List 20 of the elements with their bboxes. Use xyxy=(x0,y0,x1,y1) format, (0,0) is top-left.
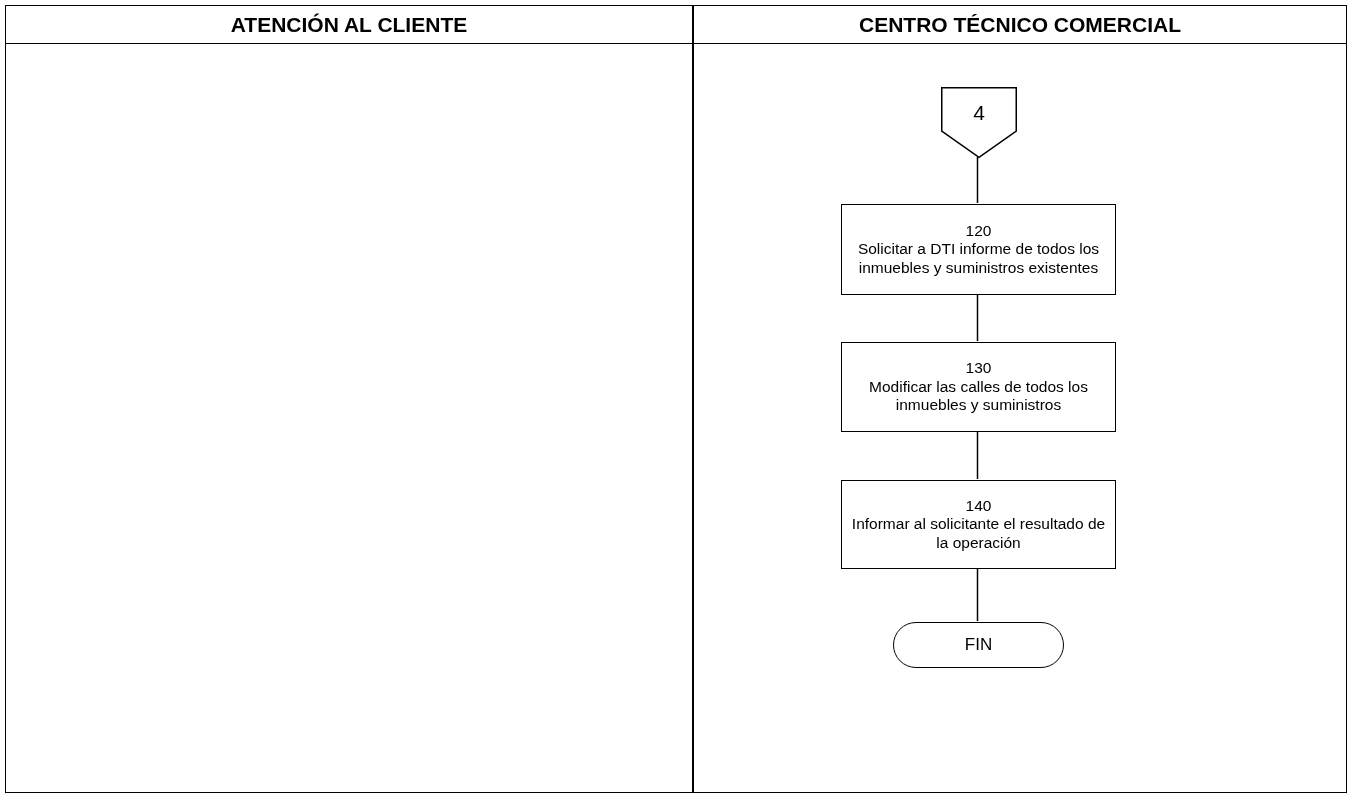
connector-line xyxy=(976,430,979,480)
connector-number: 4 xyxy=(972,101,986,125)
step-text: Modificar las calles de todos los inmuebles y suministros xyxy=(868,377,1089,415)
swimlane xyxy=(5,5,693,793)
process-box xyxy=(841,342,1116,432)
lane-title: CENTRO TÉCNICO COMERCIAL xyxy=(859,12,1181,37)
step-number: 120 xyxy=(965,221,992,241)
step-text: Solicitar a DTI informe de todos los inmuebles y suministros existentes xyxy=(856,240,1101,278)
lane-title: ATENCIÓN AL CLIENTE xyxy=(230,12,468,37)
step-number: 130 xyxy=(965,359,992,378)
connector-line xyxy=(976,567,979,622)
terminator-label: FIN xyxy=(964,635,993,655)
connector-line xyxy=(976,156,979,204)
step-text: Informar al solicitante el resultado de la operación xyxy=(850,515,1107,553)
connector-line xyxy=(976,293,979,342)
process-box xyxy=(841,204,1116,295)
swimlane xyxy=(693,5,1347,793)
step-number: 140 xyxy=(965,496,992,516)
terminator-shape xyxy=(893,622,1064,668)
process-box xyxy=(841,480,1116,569)
